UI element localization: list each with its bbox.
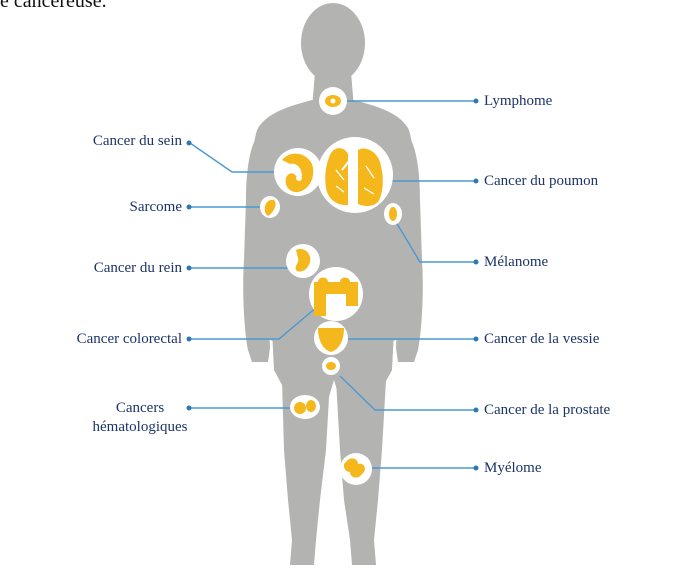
label-cancer-de-la-vessie: Cancer de la vessie — [484, 330, 599, 348]
label-hemato-line2: hématologiques — [85, 418, 195, 437]
label-cancer-du-rein: Cancer du rein — [40, 259, 182, 277]
bubble-sarcome — [260, 196, 280, 218]
bubble-poumon — [317, 137, 393, 213]
label-cancers-hematologiques: Cancers hématologiques — [85, 399, 195, 437]
bubble-sein — [274, 148, 322, 196]
bubble-melanome — [384, 203, 402, 225]
label-cancer-de-la-prostate: Cancer de la prostate — [484, 401, 610, 419]
label-lymphome: Lymphome — [484, 92, 552, 110]
bubble-lymphome — [319, 87, 347, 115]
label-cancer-colorectal: Cancer colorectal — [20, 330, 182, 348]
label-sarcome: Sarcome — [40, 198, 182, 216]
bubble-colorectal — [309, 267, 363, 321]
label-cancer-du-sein: Cancer du sein — [40, 132, 182, 150]
label-hemato-line1: Cancers — [85, 399, 195, 418]
label-myelome: Myélome — [484, 459, 542, 477]
bubble-hemato — [290, 395, 320, 419]
bubble-vessie — [314, 321, 348, 355]
bubble-prostate — [322, 357, 340, 375]
bubble-myelome — [340, 453, 372, 485]
bubble-rein — [286, 244, 320, 278]
label-cancer-du-poumon: Cancer du poumon — [484, 172, 598, 190]
label-melanome: Mélanome — [484, 253, 548, 271]
